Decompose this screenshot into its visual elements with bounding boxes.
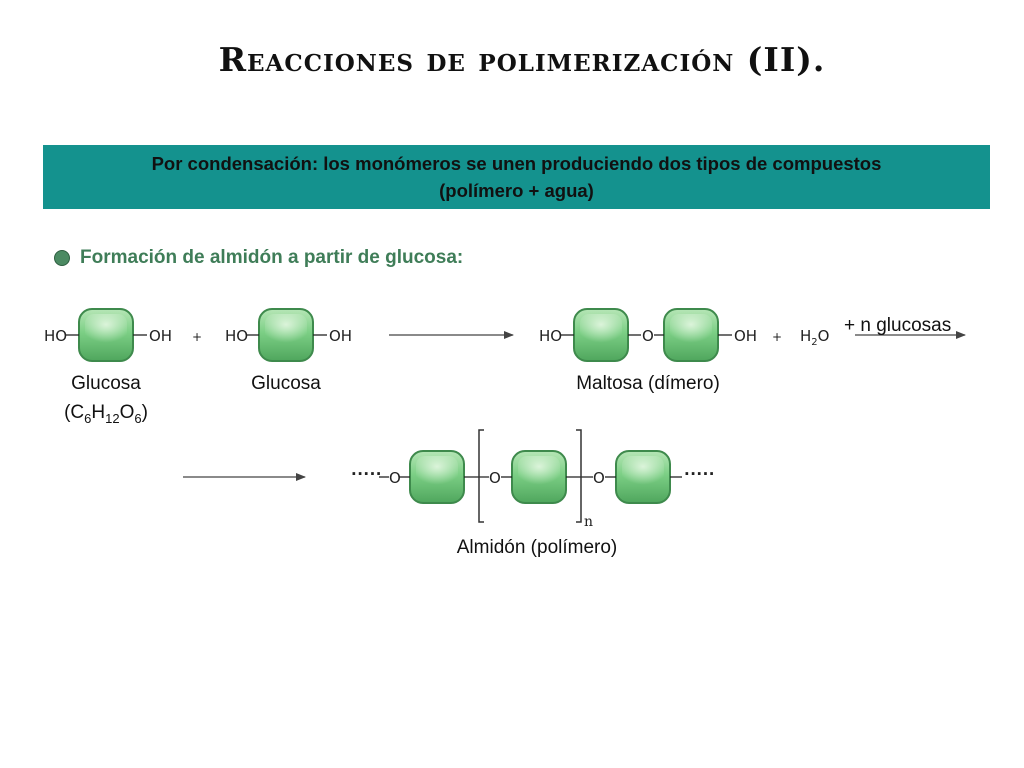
page-title: Reacciones de polimerización (II).: [218, 40, 826, 79]
banner-line-2: (polímero + agua): [439, 180, 594, 201]
formula-o: O: [119, 402, 135, 423]
starch-monomer-3: [615, 450, 671, 504]
oh-label: OH: [149, 327, 172, 345]
bond-lines: [66, 334, 732, 478]
oh-label: OH: [734, 327, 757, 345]
bullet-text: Formación de almidón a partir de glucosa…: [80, 247, 464, 268]
plus-sign: +: [772, 330, 782, 344]
condensation-banner: Por condensación: los monómeros se unen …: [43, 145, 990, 209]
ho-label: HO: [225, 327, 248, 345]
formula-open: (C: [64, 402, 85, 423]
oh-label: OH: [329, 327, 352, 345]
formula-h: H: [91, 402, 106, 423]
glucose-formula: (C6H12O6): [64, 402, 148, 426]
chain-dots-left: ·····: [351, 465, 382, 483]
water-o: O: [818, 327, 830, 345]
maltose-monomer-1: [573, 308, 629, 362]
glucose-monomer-1: [78, 308, 134, 362]
water-subscript: 2: [811, 337, 817, 348]
maltose-monomer-2: [663, 308, 719, 362]
formula-sub-c: 6: [84, 411, 92, 426]
maltosa-label: Maltosa (dímero): [576, 373, 720, 394]
formula-sub-o: 6: [134, 411, 142, 426]
o-label: O: [389, 469, 401, 487]
water-h: H: [800, 327, 811, 345]
o-label: O: [489, 469, 501, 487]
bullet-item: Formación de almidón a partir de glucosa…: [54, 247, 463, 269]
water-label: H2O: [800, 327, 829, 348]
banner-line-1: Por condensación: los monómeros se unen …: [151, 153, 882, 174]
repeat-brackets: [478, 429, 582, 523]
plus-sign: +: [192, 330, 202, 344]
formula-close: ): [141, 402, 148, 423]
formula-sub-h: 12: [105, 411, 120, 426]
o-label: O: [642, 327, 654, 345]
chain-dots-right: ·····: [684, 465, 715, 483]
almidon-label: Almidón (polímero): [456, 537, 618, 558]
ho-label: HO: [539, 327, 562, 345]
glucosa-label-2: Glucosa: [251, 373, 321, 394]
glucose-monomer-2: [258, 308, 314, 362]
bullet-dot-icon: [54, 250, 70, 266]
glucosa-label-1: Glucosa: [71, 373, 141, 394]
starch-monomer-2: [511, 450, 567, 504]
o-label: O: [593, 469, 605, 487]
ho-label: HO: [44, 327, 67, 345]
starch-monomer-1: [409, 450, 465, 504]
repeat-count-n: n: [584, 514, 593, 530]
plus-n-glucosas: + n glucosas: [844, 315, 951, 336]
